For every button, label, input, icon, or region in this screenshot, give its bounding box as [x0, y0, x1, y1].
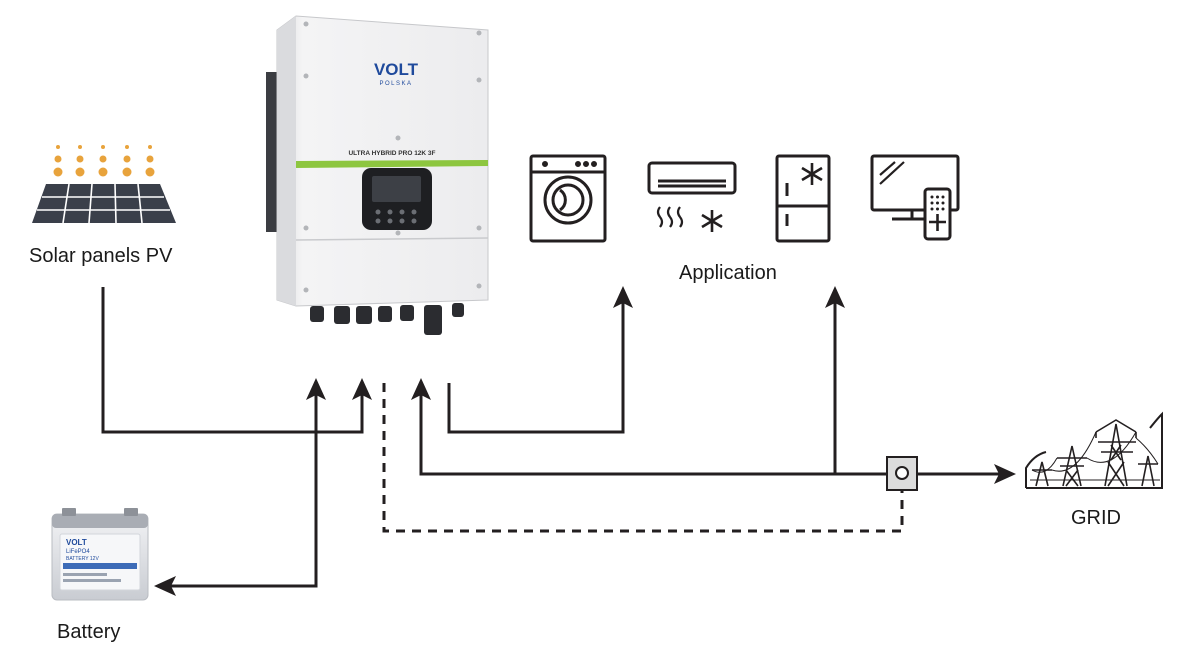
inverter-image [266, 15, 489, 335]
flow-lines [101, 287, 1002, 588]
inverter-brand-sub: POLSKA [379, 81, 412, 87]
arrow-grid-right [994, 464, 1016, 484]
grid-label: GRID [1071, 507, 1121, 529]
load-line [447, 300, 625, 434]
arrow-battery-up [306, 378, 326, 400]
air-conditioner-icon [647, 161, 737, 232]
battery-line [168, 392, 318, 588]
power-pylons-icon [1025, 411, 1163, 489]
solar-label: Solar panels PV [29, 245, 173, 267]
pv-line [101, 287, 364, 434]
grid-line [419, 392, 1002, 476]
battery-label: Battery [57, 621, 120, 643]
arrowheads [154, 286, 1016, 596]
battery-image [51, 508, 149, 601]
arrow-battery-left [154, 576, 176, 596]
inverter-brand: VOLT [374, 60, 419, 79]
battery-device-line1: LiFePO4 [66, 549, 90, 555]
ct-dashed-line [382, 383, 904, 533]
solar-panel-icon [32, 145, 176, 224]
arrow-fridge-up [825, 286, 845, 308]
arrow-washer-up [613, 286, 633, 308]
inverter-model: ULTRA HYBRID PRO 12K 3F [348, 150, 435, 157]
tv-remote-icon [870, 154, 960, 241]
battery-device-brand: VOLT [66, 538, 87, 547]
battery-device-line2: BATTERY 12V [66, 556, 99, 562]
arrow-grid-up [411, 378, 431, 400]
application-label: Application [679, 262, 777, 284]
washing-machine-icon [529, 154, 607, 243]
arrow-pv-up [352, 378, 372, 400]
energy-meter-icon [886, 456, 918, 491]
refrigerator-icon [775, 154, 831, 243]
